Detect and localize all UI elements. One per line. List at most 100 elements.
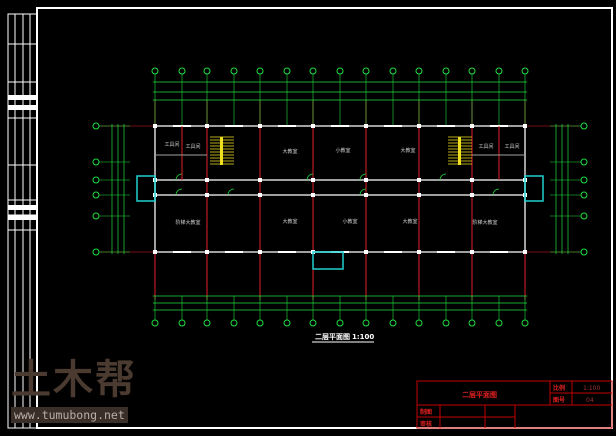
axis-bubble (580, 176, 588, 184)
axis-bubble (336, 67, 344, 75)
axis-bubble (362, 67, 370, 75)
axis-bubble (92, 248, 100, 256)
number-label: 图号 (553, 396, 565, 404)
drawing-frame (7, 7, 613, 429)
axis-bubble (495, 67, 503, 75)
axis-bubble (256, 319, 264, 327)
axis-bubble (468, 319, 476, 327)
room-label: 阶梯大教室 (472, 219, 497, 226)
drawn-label: 制图 (420, 408, 432, 416)
axis-bubble (495, 319, 503, 327)
column (205, 178, 209, 182)
window (384, 125, 402, 127)
number-value: 04 (586, 397, 594, 404)
room-label: 小教室 (342, 218, 357, 225)
scale-value: 1:100 (583, 385, 600, 392)
title-block-text: 二层平面图 比例 1:100 图号 04 制图 审核 (420, 384, 600, 428)
axis-bubble (203, 319, 211, 327)
window (278, 125, 296, 127)
column (311, 193, 315, 197)
strip-text-block (8, 95, 37, 100)
column (417, 193, 421, 197)
window (173, 251, 191, 253)
dimension-lines (92, 67, 588, 327)
axis-bubble (203, 67, 211, 75)
room-label: 阶梯大教室 (175, 219, 200, 226)
room-label: 大教室 (402, 218, 417, 225)
axis-bubble (442, 67, 450, 75)
axis-bubble (415, 319, 423, 327)
axis-bubble (92, 176, 100, 184)
axis-bubble (178, 319, 186, 327)
axis-bubble (92, 122, 100, 130)
plan-scale: 1:100 (352, 333, 374, 341)
window (225, 251, 243, 253)
entrance-bottom (312, 251, 344, 270)
window (490, 251, 508, 253)
column (258, 193, 262, 197)
room-label: 工具间 (478, 143, 493, 150)
column (364, 193, 368, 197)
title-block (416, 380, 613, 429)
column (470, 250, 474, 254)
room-labels: 工具间 工具间 大教室 小教室 大教室 工具间 工具间 阶梯大教室 大教室 小教… (164, 141, 519, 226)
axis-bubble (521, 319, 529, 327)
axis-bubble (521, 67, 529, 75)
column (417, 178, 421, 182)
axis-bubble (468, 67, 476, 75)
column (153, 124, 157, 128)
column (470, 178, 474, 182)
window (331, 125, 349, 127)
axis-bubble (442, 319, 450, 327)
walls (153, 124, 527, 254)
strip-text-block (8, 105, 37, 110)
axis-bubble (151, 319, 159, 327)
stair-rail (458, 137, 461, 165)
axis-bubble (309, 67, 317, 75)
room-label: 大教室 (282, 148, 297, 155)
door-swing (306, 173, 314, 181)
axis-bubble (580, 158, 588, 166)
axis-bubble (151, 67, 159, 75)
drawing-name: 二层平面图 (462, 390, 497, 399)
door-swing (439, 173, 447, 181)
axis-bubble (389, 67, 397, 75)
axis-grid (100, 100, 580, 300)
axis-bubble (580, 122, 588, 130)
column (311, 178, 315, 182)
window (278, 251, 296, 253)
door-swing (492, 188, 500, 196)
axis-bubble (362, 319, 370, 327)
room-label: 工具间 (504, 143, 519, 150)
column (258, 124, 262, 128)
window (437, 251, 455, 253)
plan-title: 二层平面图 (315, 332, 350, 341)
door-swing (175, 188, 183, 196)
window (384, 251, 402, 253)
strip-text-block (8, 215, 37, 220)
plan-details (136, 126, 544, 270)
axis-bubble (92, 158, 100, 166)
axis-bubble (580, 191, 588, 199)
stair-rail (220, 137, 223, 165)
scale-label: 比例 (553, 384, 565, 392)
watermark-logo: 土木帮 (11, 357, 137, 403)
room-label: 工具间 (164, 141, 179, 148)
axis-bubble (178, 67, 186, 75)
entrance-left (136, 175, 156, 202)
column (364, 178, 368, 182)
axis-bubble (230, 319, 238, 327)
column (417, 250, 421, 254)
strip-text-block (8, 205, 37, 210)
door-swing (227, 188, 235, 196)
window (225, 125, 243, 127)
column (258, 250, 262, 254)
axis-bubble (580, 212, 588, 220)
axis-bubble (580, 248, 588, 256)
column (364, 250, 368, 254)
room-label: 大教室 (282, 218, 297, 225)
column (205, 193, 209, 197)
column (523, 124, 527, 128)
window (437, 125, 455, 127)
